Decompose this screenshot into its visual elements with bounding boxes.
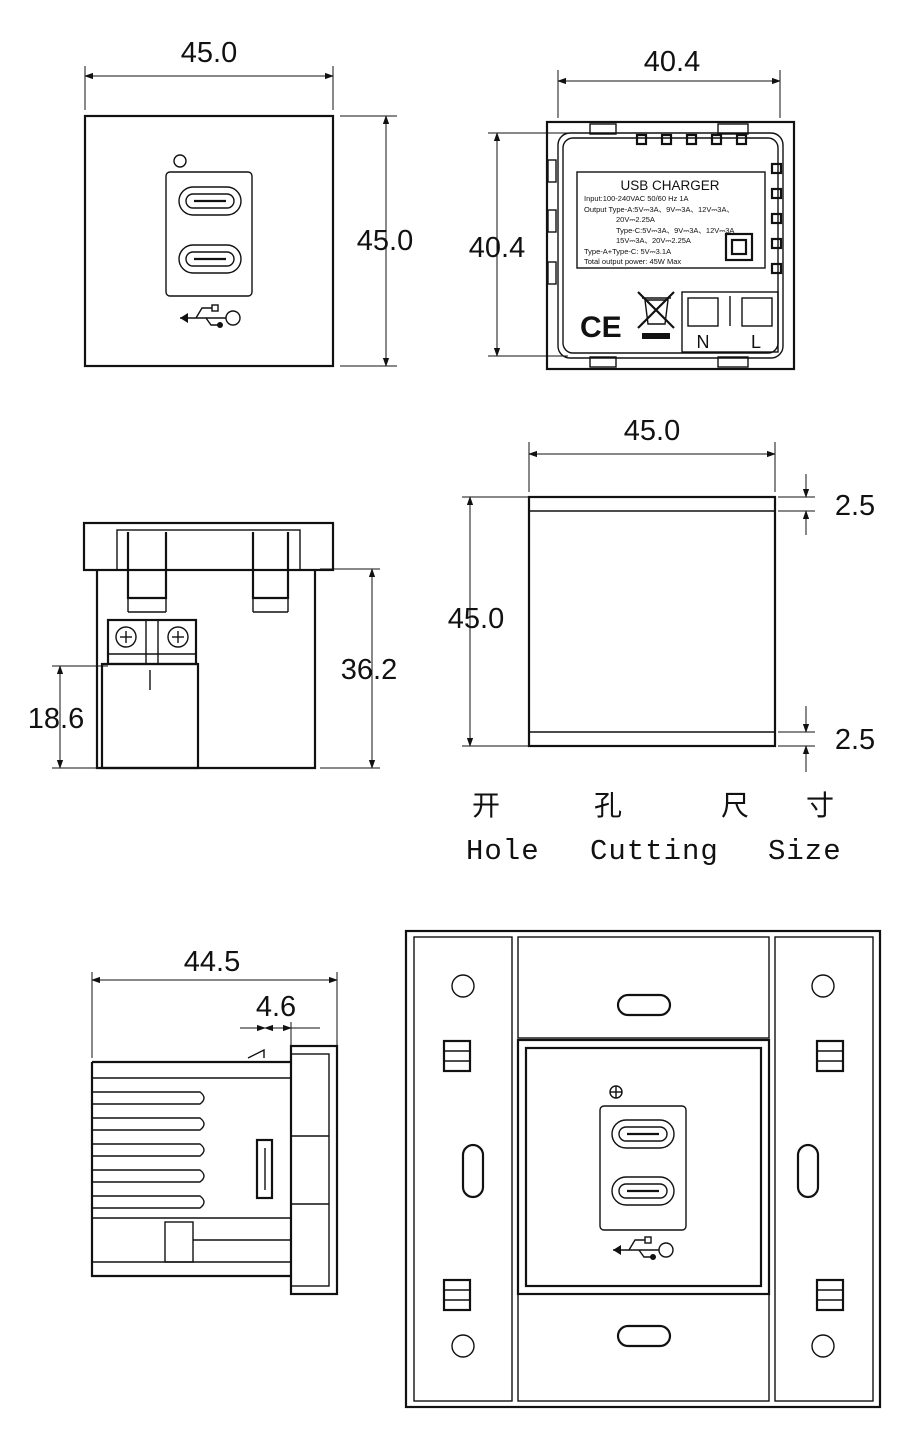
label-output-c: Type-C:5V⎓3A、9V⎓3A、12V⎓3A	[616, 226, 734, 235]
clip-br	[815, 1278, 845, 1312]
label-output-c-2: 15V⎓3A、20V⎓2.25A	[616, 236, 691, 245]
weee-bin-icon	[637, 291, 675, 339]
clip-tr	[815, 1039, 845, 1073]
terminal-block: N L	[681, 291, 779, 353]
side-lower-height-label: 18.6	[28, 703, 84, 735]
caption-cn-3: 尺	[721, 790, 749, 821]
top-flange-label: 4.6	[256, 991, 296, 1023]
cut-height-label: 45.0	[448, 603, 504, 635]
vent-tabs-right	[770, 162, 783, 275]
led-indicator	[173, 154, 187, 168]
mounting-frame-view	[404, 929, 882, 1409]
cut-panel	[527, 495, 777, 748]
label-output-a: Output Type-A:5V⎓3A、9V⎓3A、12V⎓3A、	[584, 205, 734, 214]
usb-symbol-icon	[180, 304, 241, 328]
inner-module-face	[524, 1046, 763, 1288]
front-view: 45.0 45.0	[83, 37, 413, 368]
usb-c-port-lower	[178, 244, 242, 274]
vent-tabs-top	[635, 133, 748, 146]
terminal-screw-block	[106, 618, 198, 666]
back-width-label: 40.4	[644, 46, 700, 78]
cut-width-label: 45.0	[624, 415, 680, 447]
cut-top-margin-label: 2.5	[835, 490, 875, 522]
front-height-label: 45.0	[357, 225, 413, 257]
caption-en-cutting: Cutting	[590, 835, 719, 868]
label-output-a-2: 20V⎓2.25A	[616, 215, 655, 224]
usb-c-port-inner-upper	[611, 1119, 675, 1149]
mount-hole-bl	[451, 1334, 475, 1358]
hole-cutting-caption: 开 孔 尺 寸 Hole Cutting Size	[466, 790, 842, 868]
caption-en-hole: Hole	[466, 835, 540, 868]
terminal-n-label: N	[697, 332, 710, 352]
usb-symbol-icon-inner	[613, 1236, 674, 1260]
ce-mark: CE	[580, 311, 622, 344]
usb-c-port-upper	[178, 186, 242, 216]
double-insulation-icon	[724, 232, 754, 262]
mount-hole-br	[811, 1334, 835, 1358]
slot-top	[616, 993, 672, 1017]
label-input: Input:100-240VAC 50/60 Hz 1A	[584, 194, 689, 203]
back-height-label: 40.4	[469, 232, 525, 264]
caption-cn-2: 孔	[594, 790, 622, 821]
top-faceplate	[289, 1044, 339, 1296]
top-body	[90, 1060, 291, 1278]
inner-port-panel	[599, 1105, 687, 1231]
cutout-view: 45.0 45.0 2.5 2.5	[448, 415, 875, 772]
top-depth-label: 44.5	[184, 946, 240, 978]
front-plate	[83, 114, 335, 368]
rating-label: USB CHARGER Input:100-240VAC 50/60 Hz 1A…	[576, 171, 766, 269]
label-combined: Type-A+Type-C: 5V⎓3.1A	[584, 247, 671, 256]
back-view: 40.4 40.4 USB CHARGE	[469, 46, 796, 371]
terminal-l-label: L	[751, 332, 761, 352]
label-total-power: Total output power: 45W Max	[584, 257, 681, 266]
side-body	[95, 570, 317, 770]
slot-left	[461, 1143, 485, 1199]
side-latch	[255, 1138, 274, 1200]
mount-hole-tl	[451, 974, 475, 998]
port-panel	[165, 171, 253, 297]
label-title: USB CHARGER	[620, 178, 719, 193]
clip-bl	[442, 1278, 472, 1312]
cut-bottom-margin-label: 2.5	[835, 724, 875, 756]
caption-cn-1: 开	[472, 790, 500, 821]
side-total-height-label: 36.2	[341, 654, 397, 686]
slot-bottom	[616, 1324, 672, 1348]
clip-tl	[442, 1039, 472, 1073]
caption-cn-4: 寸	[806, 790, 834, 821]
mount-hole-tr	[811, 974, 835, 998]
slot-right	[796, 1143, 820, 1199]
led-indicator-small	[609, 1085, 623, 1099]
front-width-label: 45.0	[181, 37, 237, 69]
caption-en-size: Size	[768, 835, 842, 868]
frame-outer	[404, 929, 882, 1409]
side-view: 36.2 18.6	[28, 521, 397, 770]
top-view: 44.5 4.6	[90, 946, 339, 1296]
back-housing	[545, 120, 796, 371]
usb-c-port-inner-lower	[611, 1176, 675, 1206]
cooling-fins	[92, 1091, 205, 1209]
